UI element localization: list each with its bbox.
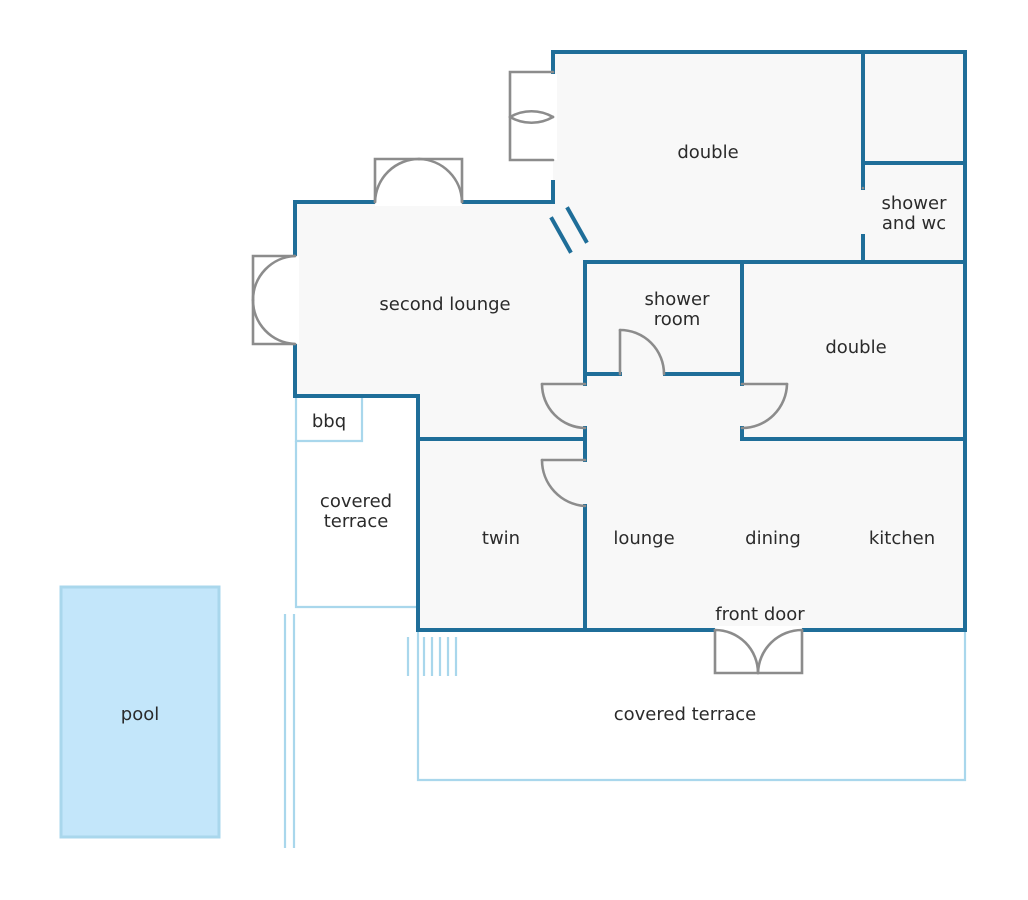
front-door	[713, 628, 804, 675]
second-lounge-left-door	[251, 254, 297, 346]
label-dining: dining	[745, 528, 801, 549]
door-gaps	[291, 74, 802, 634]
room-labels: double shower and wc second lounge showe…	[121, 142, 947, 725]
doors	[251, 70, 865, 675]
label-front-door: front door	[715, 604, 805, 625]
label-twin: twin	[482, 528, 520, 549]
shower-room-door	[618, 328, 666, 376]
covered-terrace-bottom-outline	[416, 630, 967, 782]
label-shower-room-2: room	[654, 309, 701, 330]
label-pool: pool	[121, 704, 159, 725]
label-double-right: double	[825, 337, 886, 358]
label-double-top: double	[677, 142, 738, 163]
label-covered-terrace-left-2: terrace	[324, 511, 389, 532]
label-covered-terrace-bottom: covered terrace	[614, 704, 756, 725]
terrace-outlines	[283, 398, 967, 848]
double-french-door	[508, 70, 555, 162]
covered-terrace-left-outline	[294, 441, 418, 609]
label-shower-wc-2: and wc	[882, 213, 946, 234]
label-shower-wc-1: shower	[882, 193, 948, 214]
twin-door	[540, 458, 587, 508]
sliding-door-panel	[565, 206, 589, 244]
second-lounge-top-door	[373, 157, 464, 204]
interior-fill	[295, 52, 965, 630]
double-right-door	[740, 382, 789, 430]
label-lounge: lounge	[613, 528, 674, 549]
label-kitchen: kitchen	[869, 528, 935, 549]
bbq-outline	[294, 398, 364, 443]
label-bbq: bbq	[312, 411, 346, 432]
pool	[59, 585, 221, 839]
label-covered-terrace-left-1: covered	[320, 491, 392, 512]
sliding-door-panel	[549, 216, 573, 254]
label-second-lounge: second lounge	[379, 294, 510, 315]
label-shower-room-1: shower	[645, 289, 711, 310]
second-lounge-inner-door	[540, 382, 587, 430]
